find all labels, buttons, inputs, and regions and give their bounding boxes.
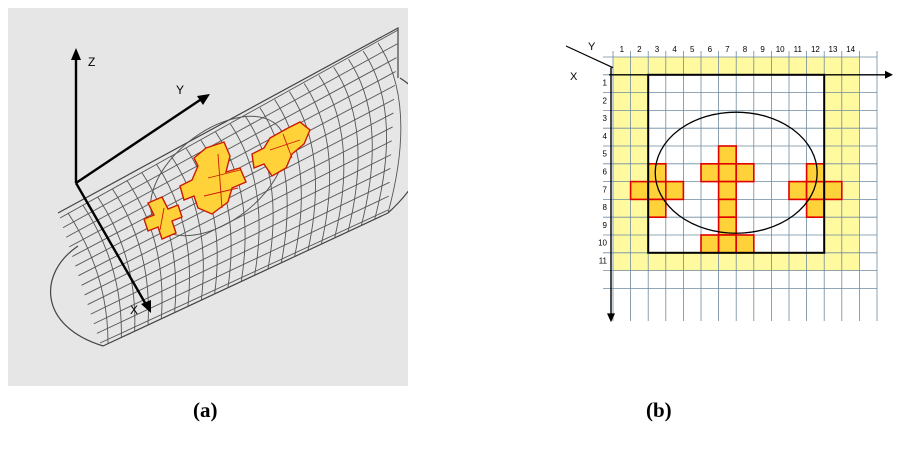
caption-a: (a) xyxy=(193,398,218,422)
column-number-label: 9 xyxy=(760,45,765,54)
highlighted-cell xyxy=(717,180,738,201)
cross-center xyxy=(179,141,247,215)
row-number-label: 7 xyxy=(603,185,608,194)
cross-right xyxy=(251,121,311,177)
cylinder-silhouette xyxy=(57,26,399,347)
highlighted-cell xyxy=(788,180,808,201)
mesh-longitudinal-line xyxy=(90,168,391,315)
mesh-circumferential-arc xyxy=(82,204,122,337)
x-axis-arrowhead xyxy=(607,313,615,323)
column-number-label: 3 xyxy=(655,45,660,54)
z-axis-label: Z xyxy=(88,55,95,69)
mesh-circumferential-arc xyxy=(126,180,163,319)
mesh-circumferential-arc xyxy=(377,42,402,214)
highlighted-cell xyxy=(647,163,667,183)
column-number-label: 7 xyxy=(725,45,730,54)
mesh-longitudinal-line xyxy=(81,126,393,286)
mesh-circumferential-arc xyxy=(303,83,331,245)
row-number-label: 1 xyxy=(603,78,608,87)
highlighted-cell xyxy=(717,163,738,183)
x-axis-label: X xyxy=(130,303,138,317)
row-number-label: 2 xyxy=(603,96,608,105)
mesh-circumferential-arc xyxy=(170,156,204,300)
highlighted-cell xyxy=(700,234,720,254)
row-number-label: 9 xyxy=(603,221,608,230)
column-number-label: 8 xyxy=(743,45,748,54)
highlighted-cell xyxy=(823,180,843,201)
near-end-cap xyxy=(49,245,104,347)
highlighted-cell xyxy=(717,234,738,254)
mesh-circumferential-arc xyxy=(274,99,302,257)
mesh-longitudinal-line xyxy=(59,29,399,219)
highlighted-cell xyxy=(717,145,738,165)
axis-arrowheads xyxy=(71,48,210,313)
defect-ellipse xyxy=(654,111,818,234)
column-number-label: 4 xyxy=(672,45,677,54)
highlighted-cell xyxy=(735,234,755,254)
column-number-label: 6 xyxy=(708,45,713,54)
caption-b: (b) xyxy=(646,398,672,422)
mesh-circumferential-arc xyxy=(141,172,177,313)
mesh-longitudinal-line xyxy=(78,112,394,277)
y-axis-label: Y xyxy=(588,41,596,53)
corner-diagonal-line xyxy=(565,45,614,69)
mesh-circumferential-arc xyxy=(185,147,218,294)
mesh-circumferential-arc xyxy=(289,91,316,251)
column-number-label: 10 xyxy=(776,45,785,54)
column-number-label: 12 xyxy=(811,45,820,54)
y-axis-arrowhead xyxy=(885,70,893,79)
mesh-circumferential-arc xyxy=(333,67,359,232)
mesh-longitudinal-line xyxy=(96,195,389,334)
cylinder-mesh-illustration: Z Y X xyxy=(8,8,432,386)
highlighted-cell xyxy=(805,163,826,183)
mesh-circumferential-arc xyxy=(244,115,274,269)
mesh-longitudinal-line xyxy=(87,154,392,305)
column-number-label: 5 xyxy=(690,45,695,54)
mesh-longitudinal-line xyxy=(65,57,397,238)
highlighted-cell xyxy=(700,163,720,183)
column-number-label: 14 xyxy=(846,45,855,54)
cross-left xyxy=(143,196,183,240)
mesh-circumferential-arc xyxy=(318,75,345,238)
highlighted-cell xyxy=(665,180,685,201)
mesh-circumferential-arc xyxy=(67,212,109,344)
mesh-circumferential-arc xyxy=(259,107,288,263)
mesh-longitudinal-line xyxy=(69,71,396,248)
highlighted-cell-dividers xyxy=(159,133,301,231)
panel-a-cylinder-figure: Z Y X xyxy=(8,8,432,386)
row-number-label: 5 xyxy=(603,150,608,159)
highlighted-cells xyxy=(143,121,311,240)
mesh-circumferential-arc xyxy=(230,123,260,275)
row-number-label: 6 xyxy=(603,167,608,176)
column-number-label: 2 xyxy=(637,45,642,54)
y-axis-label: Y xyxy=(176,83,184,97)
column-number-label: 11 xyxy=(794,45,803,54)
mesh-circumferential-arc xyxy=(348,58,373,226)
row-number-label: 8 xyxy=(603,203,608,212)
row-number-label: 3 xyxy=(603,114,608,123)
column-number-label: 13 xyxy=(829,45,838,54)
highlighted-cell xyxy=(735,163,755,183)
mesh-circumferential-arc xyxy=(97,196,136,331)
mesh-longitudinal-line xyxy=(62,43,398,229)
mesh-circumferential-arc xyxy=(156,164,190,306)
row-number-label: 10 xyxy=(598,239,607,248)
coordinate-axes xyxy=(74,53,207,309)
highlighted-cell xyxy=(717,198,738,218)
column-number-label: 1 xyxy=(620,45,625,54)
mesh-circumferential-arc xyxy=(362,50,388,220)
highlighted-cell xyxy=(629,180,649,201)
x-axis-label: X xyxy=(570,71,578,83)
row-number-label: 4 xyxy=(603,132,608,141)
highlighted-cell xyxy=(805,198,826,218)
mesh-longitudinal-line xyxy=(84,140,393,296)
row-number-label: 11 xyxy=(599,256,608,265)
highlighted-cell xyxy=(647,198,667,218)
